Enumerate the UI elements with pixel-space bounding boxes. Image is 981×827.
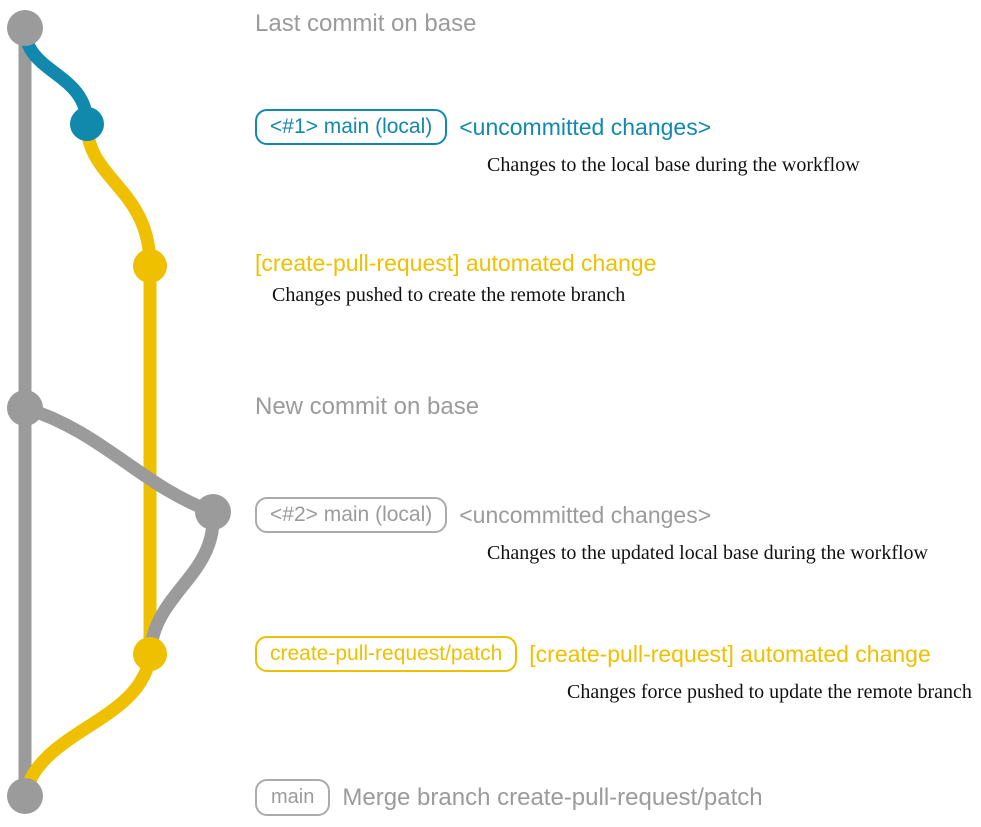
commit-headline: [create-pull-request] automated change (255, 252, 656, 275)
commit-headline: <#1> main (local) <uncommitted changes> (255, 109, 711, 145)
edge-base-to-local2 (18, 401, 220, 519)
row-local-1: <#1> main (local) <uncommitted changes> Ch… (255, 109, 860, 177)
commit-description: Changes to the local base during the wor… (487, 154, 860, 176)
commit-subject: New commit on base (255, 393, 480, 420)
commit-node-local-2 (195, 494, 231, 530)
row-last-commit-on-base: Last commit on base (255, 12, 476, 36)
commit-node-base-new (7, 390, 43, 426)
commit-headline: create-pull-request/patch [create-pull-re… (255, 636, 931, 672)
row-automated-change-2: create-pull-request/patch [create-pull-re… (255, 636, 972, 704)
row-local-2: <#2> main (local) <uncommitted changes> Ch… (255, 497, 928, 565)
commit-headline: main Merge branch create-pull-request/pat… (255, 779, 763, 816)
commit-description: Changes pushed to create the remote bran… (272, 284, 626, 306)
edge-local1-to-patch1 (80, 117, 157, 273)
commit-description: Changes to the updated local base during… (487, 542, 928, 564)
commit-node-patch-2 (133, 637, 167, 671)
commit-node-base-last (7, 10, 43, 46)
commit-subject: [create-pull-request] automated change (255, 250, 657, 276)
row-new-commit-on-base: New commit on base (255, 395, 479, 419)
edge-local2-to-patch2 (143, 505, 220, 661)
commit-description: Changes force pushed to update the remot… (567, 681, 972, 703)
commit-node-merge (7, 778, 43, 814)
commit-subject: Last commit on base (255, 10, 477, 37)
commit-headline: <#2> main (local) <uncommitted changes> (255, 497, 711, 533)
commit-node-patch-1 (133, 249, 167, 283)
branch-tag[interactable]: create-pull-request/patch (255, 636, 518, 672)
branch-tag[interactable]: <#1> main (local) (255, 109, 448, 145)
commit-headline: New commit on base (255, 395, 479, 419)
branch-tag[interactable]: main (255, 779, 331, 816)
commit-subject: [create-pull-request] automated change (529, 640, 931, 667)
edge-patch2-to-merge (18, 647, 157, 803)
row-merge: main Merge branch create-pull-request/pat… (255, 779, 763, 816)
commit-subject: <uncommitted changes> (459, 113, 712, 140)
branch-tag[interactable]: <#2> main (local) (255, 497, 448, 533)
commit-subject: <uncommitted changes> (459, 501, 712, 528)
commit-subject: Merge branch create-pull-request/patch (342, 783, 763, 811)
commit-node-local-1 (70, 107, 104, 141)
commit-headline: Last commit on base (255, 12, 476, 36)
